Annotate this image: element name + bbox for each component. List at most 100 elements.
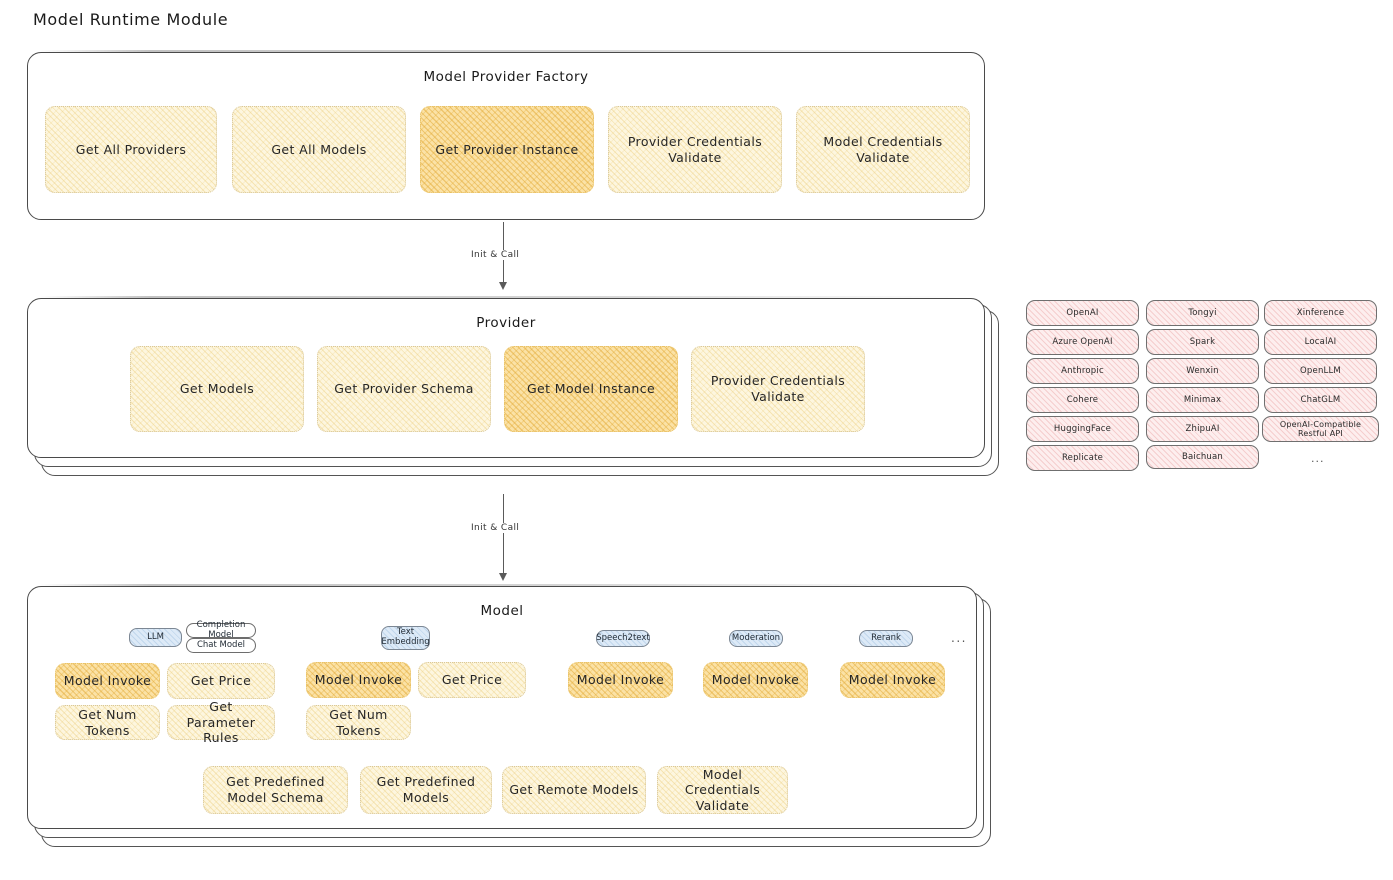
model-type-badge-label: Rerank <box>871 632 901 643</box>
provider-chip-label: Replicate <box>1061 453 1104 463</box>
provider-chip-huggingface[interactable]: HuggingFace <box>1026 416 1139 442</box>
factory-op-model-credentials-validate[interactable]: Model Credentials Validate <box>796 106 970 193</box>
provider-op-label: Provider Credentials Validate <box>710 373 846 404</box>
provider-chip-label: OpenAI-Compatible Restful API <box>1279 420 1362 438</box>
model-type-badge-label: Speech2text <box>596 632 650 643</box>
model-types-ellipsis: ... <box>951 631 967 645</box>
provider-chip-openai-compatible-restful-api[interactable]: OpenAI-Compatible Restful API <box>1262 416 1379 442</box>
provider-chip-label: Spark <box>1189 337 1216 347</box>
model-op-llm-get-price[interactable]: Get Price <box>167 663 275 699</box>
provider-chip-label: Cohere <box>1066 395 1099 405</box>
model-op-llm-get-num-tokens[interactable]: Get Num Tokens <box>55 705 160 740</box>
provider-chip-label: Baichuan <box>1181 452 1224 462</box>
connector-provider-to-model: Init & Call <box>468 494 623 584</box>
provider-chip-replicate[interactable]: Replicate <box>1026 445 1139 471</box>
model-type-badge-speech2text[interactable]: Speech2text <box>596 630 650 647</box>
provider-op-label: Get Model Instance <box>526 381 656 397</box>
model-type-badge-label: Text Embedding <box>381 627 430 647</box>
provider-chip-xinference[interactable]: Xinference <box>1264 300 1377 326</box>
model-subbadge-completion-model[interactable]: Completion Model <box>186 619 256 640</box>
model-type-badge-text-embedding[interactable]: Text Embedding <box>381 626 430 650</box>
connector-label: Init & Call <box>468 523 523 533</box>
model-op-label: Get Num Tokens <box>78 706 137 738</box>
factory-op-label: Get Provider Instance <box>435 141 579 157</box>
provider-chip-tongyi[interactable]: Tongyi <box>1146 300 1259 326</box>
provider-chip-zhipuai[interactable]: ZhipuAI <box>1146 416 1259 442</box>
model-op-llm-get-parameter-rules[interactable]: Get Parameter Rules <box>167 699 275 745</box>
factory-op-label: Get All Models <box>271 141 367 157</box>
connector-factory-to-provider: Init & Call <box>468 222 623 294</box>
connector-arrowhead <box>499 573 508 581</box>
model-op-label: Model Invoke <box>711 672 800 688</box>
model-op-label: Get Predefined Model Schema <box>226 774 325 805</box>
model-op-get-remote-models[interactable]: Get Remote Models <box>502 766 646 814</box>
model-op-label: Model Invoke <box>848 672 937 688</box>
provider-op-get-provider-schema[interactable]: Get Provider Schema <box>317 346 491 432</box>
provider-chip-label: Xinference <box>1296 308 1345 318</box>
model-type-badge-llm[interactable]: LLM <box>129 628 182 647</box>
provider-op-label: Get Provider Schema <box>334 381 474 397</box>
connector-label: Init & Call <box>468 250 523 260</box>
provider-chip-baichuan[interactable]: Baichuan <box>1146 445 1259 469</box>
provider-op-get-model-instance[interactable]: Get Model Instance <box>504 346 678 432</box>
model-op-get-predefined-model-schema[interactable]: Get Predefined Model Schema <box>203 766 348 814</box>
model-op-label: Model Invoke <box>63 673 152 689</box>
provider-chip-cohere[interactable]: Cohere <box>1026 387 1139 413</box>
provider-chip-azure-openai[interactable]: Azure OpenAI <box>1026 329 1139 355</box>
model-title: Model <box>480 603 524 619</box>
model-subbadge-chat-model[interactable]: Chat Model <box>186 638 256 653</box>
model-op-label: Get Predefined Models <box>376 774 476 805</box>
model-type-badge-label: Moderation <box>731 632 781 643</box>
provider-chip-label: LocalAI <box>1304 337 1337 347</box>
model-op-model-credentials-validate[interactable]: Model Credentials Validate <box>657 766 788 814</box>
model-op-label: Get Price <box>441 672 503 688</box>
provider-chip-anthropic[interactable]: Anthropic <box>1026 358 1139 384</box>
provider-op-provider-credentials-validate[interactable]: Provider Credentials Validate <box>691 346 865 432</box>
provider-chip-label: Azure OpenAI <box>1052 337 1113 347</box>
provider-chip-label: OpenLLM <box>1300 366 1341 376</box>
model-op-get-predefined-models[interactable]: Get Predefined Models <box>360 766 492 814</box>
model-type-badge-moderation[interactable]: Moderation <box>729 630 783 647</box>
factory-op-get-all-models[interactable]: Get All Models <box>232 106 406 193</box>
connector-arrowhead <box>499 282 508 290</box>
factory-op-label: Get All Providers <box>75 141 187 157</box>
factory-op-label: Provider Credentials Validate <box>627 133 763 165</box>
provider-list-ellipsis: ... <box>1311 452 1325 465</box>
model-op-label: Get Price <box>190 673 252 689</box>
provider-chip-label: Wenxin <box>1186 366 1219 376</box>
model-op-embedding-get-num-tokens[interactable]: Get Num Tokens <box>306 705 411 740</box>
model-op-label: Model Credentials Validate <box>684 766 761 813</box>
model-op-label: Model Invoke <box>314 672 403 688</box>
provider-op-label: Get Models <box>179 381 255 397</box>
model-op-label: Get Num Tokens <box>329 706 388 738</box>
model-op-llm-model-invoke[interactable]: Model Invoke <box>55 663 160 699</box>
model-op-label: Get Remote Models <box>509 782 639 798</box>
provider-chip-chatglm[interactable]: ChatGLM <box>1264 387 1377 413</box>
model-op-moderation-model-invoke[interactable]: Model Invoke <box>703 662 808 698</box>
factory-title: Model Provider Factory <box>423 69 589 85</box>
model-type-badge-rerank[interactable]: Rerank <box>859 630 913 647</box>
provider-chip-label: HuggingFace <box>1053 424 1112 434</box>
model-op-embedding-model-invoke[interactable]: Model Invoke <box>306 662 411 698</box>
provider-chip-minimax[interactable]: Minimax <box>1146 387 1259 413</box>
model-op-rerank-model-invoke[interactable]: Model Invoke <box>840 662 945 698</box>
provider-chip-localai[interactable]: LocalAI <box>1264 329 1377 355</box>
provider-chip-openai[interactable]: OpenAI <box>1026 300 1139 326</box>
provider-chip-spark[interactable]: Spark <box>1146 329 1259 355</box>
factory-op-get-all-providers[interactable]: Get All Providers <box>45 106 217 193</box>
provider-chip-openllm[interactable]: OpenLLM <box>1264 358 1377 384</box>
factory-op-provider-credentials-validate[interactable]: Provider Credentials Validate <box>608 106 782 193</box>
provider-chip-label: Anthropic <box>1061 366 1104 376</box>
provider-chip-wenxin[interactable]: Wenxin <box>1146 358 1259 384</box>
factory-op-label: Model Credentials Validate <box>823 133 943 165</box>
provider-chip-label: Minimax <box>1183 395 1222 405</box>
provider-op-get-models[interactable]: Get Models <box>130 346 304 432</box>
factory-op-get-provider-instance[interactable]: Get Provider Instance <box>420 106 594 193</box>
model-op-label: Get Parameter Rules <box>186 699 256 746</box>
connector-line <box>503 494 505 575</box>
provider-chip-label: OpenAI <box>1066 308 1099 318</box>
model-op-embedding-get-price[interactable]: Get Price <box>418 662 526 698</box>
model-subbadge-label: Completion Model <box>196 619 246 640</box>
model-op-speech2text-model-invoke[interactable]: Model Invoke <box>568 662 673 698</box>
model-type-badge-label: LLM <box>147 631 164 642</box>
